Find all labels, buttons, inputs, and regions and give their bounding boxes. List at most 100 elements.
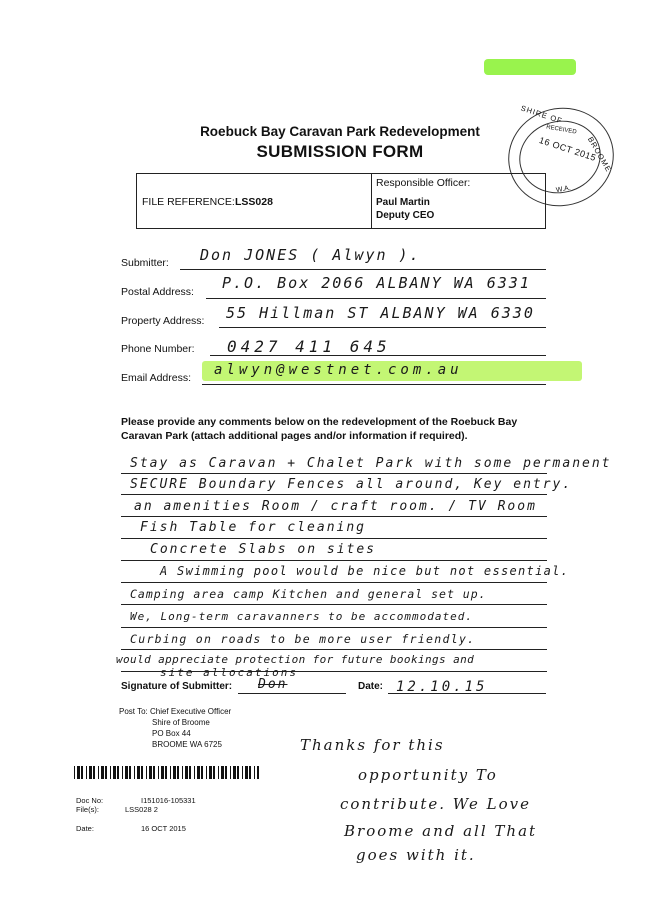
- barcode-bar: [101, 766, 104, 779]
- comment-rule: [121, 671, 547, 672]
- barcode-bar: [245, 766, 248, 779]
- barcode-bar: [110, 766, 111, 779]
- post-to-line: Post To: Chief Executive Officer: [119, 707, 232, 716]
- email-address-line: [202, 384, 546, 385]
- property-address-line: [219, 327, 546, 328]
- comment-rule: [121, 560, 547, 561]
- barcode-bar: [218, 766, 219, 779]
- barcode-bar: [233, 766, 236, 779]
- barcode-bar: [129, 766, 131, 779]
- comment-line: Stay as Caravan + Chalet Park with some …: [130, 456, 612, 471]
- responsible-officer-name: Paul Martin: [376, 197, 430, 208]
- barcode-bar: [117, 766, 119, 779]
- comment-rule: [121, 649, 547, 650]
- comment-line: would appreciate protection for future b…: [116, 653, 475, 666]
- comment-rule: [121, 473, 547, 474]
- handwritten-note-line: contribute. We Love: [340, 795, 531, 813]
- comment-line: Curbing on roads to be more user friendl…: [130, 632, 476, 646]
- barcode-bar: [105, 766, 107, 779]
- highlighter-mark: [484, 59, 576, 75]
- barcode-bar: [146, 766, 147, 779]
- barcode-bar: [122, 766, 123, 779]
- barcode-bar: [113, 766, 116, 779]
- property-address-value: 55 Hillman ST ALBANY WA 6330: [226, 304, 535, 322]
- barcode-bar: [134, 766, 135, 779]
- handwritten-note-line: opportunity To: [358, 766, 498, 784]
- comment-line: A Swimming pool would be nice but not es…: [160, 564, 570, 578]
- property-address-label: Property Address:: [121, 315, 205, 327]
- doc-no-label: Doc No:: [76, 796, 104, 805]
- phone-number-value: 0427 411 645: [227, 337, 391, 356]
- barcode: [74, 766, 259, 779]
- barcode-bar: [230, 766, 231, 779]
- post-to-line: PO Box 44: [152, 729, 191, 738]
- comment-line: Camping area camp Kitchen and general se…: [130, 587, 487, 601]
- barcode-bar: [237, 766, 239, 779]
- barcode-bar: [173, 766, 176, 779]
- barcode-bar: [77, 766, 80, 779]
- comment-line: Fish Table for cleaning: [140, 520, 367, 535]
- form-subtitle: SUBMISSION FORM: [256, 142, 424, 161]
- file-reference-value: LSS028: [235, 196, 273, 208]
- files-label: File(s):: [76, 805, 99, 814]
- form-title: Roebuck Bay Caravan Park Redevelopment: [200, 124, 480, 139]
- barcode-bar: [225, 766, 227, 779]
- post-to-line: Shire of Broome: [152, 718, 210, 727]
- comment-line: Concrete Slabs on sites: [150, 542, 377, 557]
- barcode-bar: [242, 766, 243, 779]
- barcode-bar: [153, 766, 155, 779]
- post-to-line: BROOME WA 6725: [152, 740, 222, 749]
- barcode-bar: [161, 766, 164, 779]
- comment-rule: [121, 627, 547, 628]
- barcode-bar: [209, 766, 212, 779]
- barcode-bar: [189, 766, 191, 779]
- barcode-bar: [206, 766, 207, 779]
- barcode-bar: [182, 766, 183, 779]
- barcode-bar: [93, 766, 95, 779]
- barcode-bar: [254, 766, 255, 779]
- handwritten-note-line: Broome and all That: [344, 822, 538, 840]
- comment-rule: [121, 516, 547, 517]
- date-line: [388, 693, 546, 694]
- comment-rule: [121, 604, 547, 605]
- phone-number-line: [210, 355, 546, 356]
- barcode-bar: [213, 766, 215, 779]
- doc-date-value: 16 OCT 2015: [141, 824, 186, 833]
- files-value: LSS028 2: [125, 805, 158, 814]
- signature-value: Don: [258, 677, 288, 692]
- comment-line: We, Long-term caravanners to be accommod…: [130, 610, 474, 623]
- barcode-bar: [249, 766, 251, 779]
- barcode-bar: [149, 766, 152, 779]
- submitter-label: Submitter:: [121, 257, 169, 269]
- barcode-bar: [201, 766, 203, 779]
- barcode-bar: [221, 766, 224, 779]
- postal-address-value: P.O. Box 2066 ALBANY WA 6331: [222, 274, 531, 292]
- email-address-value: alwyn@westnet.com.au: [214, 362, 463, 378]
- barcode-bar: [194, 766, 195, 779]
- date-value: 12.10.15: [396, 679, 488, 695]
- phone-number-label: Phone Number:: [121, 343, 195, 355]
- responsible-officer-title: Deputy CEO: [376, 210, 435, 221]
- email-address-label: Email Address:: [121, 372, 192, 384]
- barcode-bar: [197, 766, 200, 779]
- doc-no-value: I151016-105331: [141, 796, 196, 805]
- doc-date-label: Date:: [76, 824, 94, 833]
- barcode-bar: [158, 766, 159, 779]
- comment-rule: [121, 538, 547, 539]
- barcode-bar: [74, 766, 75, 779]
- barcode-bar: [165, 766, 167, 779]
- postal-address-line: [206, 298, 546, 299]
- barcode-bar: [185, 766, 188, 779]
- barcode-bar: [141, 766, 143, 779]
- comments-prompt: Please provide any comments below on the…: [121, 416, 518, 442]
- barcode-bar: [170, 766, 171, 779]
- submitter-line: [180, 269, 546, 270]
- comment-line: SECURE Boundary Fences all around, Key e…: [130, 477, 573, 492]
- handwritten-note-line: goes with it.: [356, 846, 476, 864]
- comment-line: site allocations: [160, 666, 298, 679]
- reference-box: [136, 173, 546, 229]
- barcode-bar: [177, 766, 179, 779]
- email-highlight: [202, 361, 582, 381]
- submitter-value: Don JONES ( Alwyn ).: [200, 246, 421, 264]
- barcode-bar: [257, 766, 259, 779]
